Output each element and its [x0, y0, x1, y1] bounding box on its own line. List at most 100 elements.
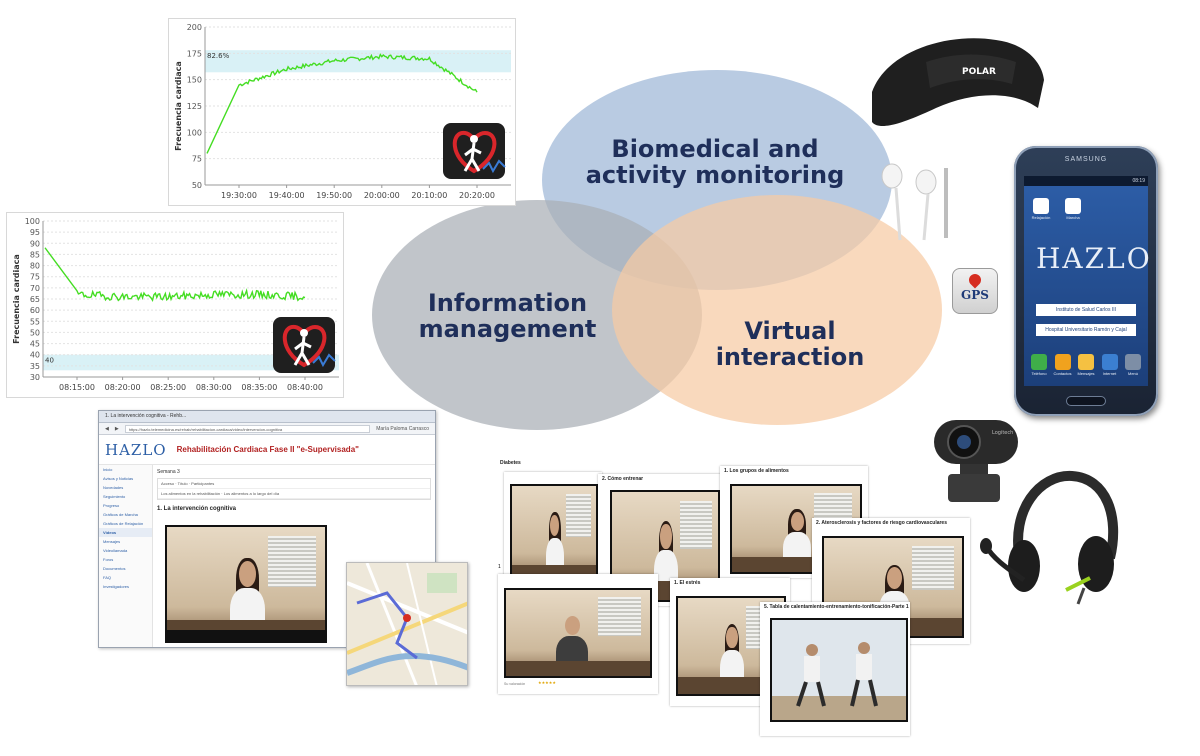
smartphone: SAMSUNG 08:19 Relajación Marcha HAZLO In… — [1014, 146, 1158, 416]
y-tick-label: 60 — [30, 306, 40, 315]
earphones — [881, 163, 948, 241]
x-tick-label: 08:20:00 — [105, 383, 141, 392]
video-title: 1. La intervención cognitiva — [157, 506, 237, 512]
svg-text:Logitech: Logitech — [992, 430, 1013, 436]
gps-icon: GPS — [952, 268, 998, 314]
hazlo-logo: HAZLO — [105, 440, 167, 459]
rating-stars[interactable]: ★★★★★ — [538, 680, 556, 685]
headset — [980, 470, 1119, 605]
badge-hospital: Hospital Universitario Ramón y Cajal — [1036, 324, 1136, 336]
sidebar-item[interactable]: Videollamada — [103, 548, 128, 553]
y-axis-label: Frecuencia cardiaca — [12, 254, 21, 344]
phone-status-bar: 08:19 — [1024, 176, 1148, 186]
app-marcha[interactable]: Marcha — [1062, 198, 1084, 220]
forward-icon[interactable]: ▶ — [114, 425, 119, 432]
sidebar-item[interactable]: Novedades — [103, 485, 124, 490]
sidebar-item[interactable]: Gráficos de Relajación — [103, 521, 144, 526]
sidebar-item[interactable]: Investigadores — [103, 584, 130, 589]
week-label: Semana 3 — [157, 469, 180, 475]
user-name: María Paloma Carrasco — [376, 425, 429, 432]
phone-hazlo-logo: HAZLO — [1036, 242, 1152, 275]
y-tick-label: 175 — [187, 49, 202, 58]
card-title: 2. Cómo entrenar — [602, 476, 644, 482]
table-row[interactable]: Acceso · Título · Participantes — [158, 479, 430, 489]
url-bar[interactable]: https://hazlo.telemedicina.es/rehab/reha… — [124, 424, 371, 433]
sidebar-item[interactable]: Foros — [103, 557, 114, 562]
sidebar-item[interactable]: Inicio — [103, 467, 113, 472]
y-tick-label: 40 — [30, 351, 40, 360]
x-tick-label: 08:35:00 — [241, 383, 277, 392]
browser-window: 1. La intervención cognitiva - Rehb... ◀… — [98, 410, 436, 648]
sidebar-item[interactable]: Gráficos de Marcha — [103, 512, 138, 517]
y-tick-label: 70 — [30, 284, 40, 293]
app-mensajes[interactable]: Mensajes — [1075, 354, 1097, 376]
y-tick-label: 55 — [30, 317, 40, 326]
home-button[interactable] — [1066, 396, 1106, 406]
browser-tab[interactable]: 1. La intervención cognitiva - Rehb... — [99, 411, 435, 423]
app-menu[interactable]: Menú — [1122, 354, 1144, 376]
threshold-label: 40 — [45, 357, 54, 365]
sidebar-item[interactable]: Progreso — [103, 503, 120, 508]
page-number: 1 — [498, 564, 501, 570]
sidebar-item[interactable]: Vídeos — [99, 528, 152, 537]
back-icon[interactable]: ◀ — [105, 425, 109, 432]
video-thumbnail[interactable] — [510, 484, 598, 584]
rating-label: Su valoración — [504, 682, 526, 686]
threshold-label: 82.6% — [207, 52, 230, 60]
course-title: Rehabilitación Cardiaca Fase II "e-Super… — [176, 445, 359, 454]
x-tick-label: 08:40:00 — [287, 383, 323, 392]
y-tick-label: 85 — [30, 250, 40, 259]
card-title: 5. Tabla de calentamiento-entrenamiento-… — [764, 604, 909, 610]
x-tick-label: 08:15:00 — [59, 383, 95, 392]
y-tick-label: 125 — [187, 102, 202, 111]
sidebar-item[interactable]: FAQ — [103, 575, 112, 580]
y-tick-label: 50 — [30, 328, 40, 337]
app-relajacion[interactable]: Relajación — [1030, 198, 1052, 220]
y-tick-label: 100 — [25, 217, 40, 226]
y-tick-label: 45 — [30, 340, 40, 349]
sidebar-item[interactable]: Seguimiento — [103, 494, 126, 499]
x-tick-label: 20:10:00 — [411, 191, 447, 200]
heart-rate-strap: POLAR — [872, 38, 1044, 127]
card-title: 1. Los grupos de alimentos — [724, 468, 789, 474]
y-tick-label: 95 — [30, 228, 40, 237]
threshold-band — [43, 354, 339, 371]
y-tick-label: 50 — [192, 181, 202, 190]
venn-label-virtual: Virtual interaction — [715, 317, 865, 372]
y-tick-label: 30 — [30, 373, 40, 382]
map-pin-icon[interactable] — [403, 614, 411, 622]
video-thumbnail[interactable] — [770, 618, 908, 722]
venn-circle-virtual — [612, 195, 942, 425]
y-tick-label: 90 — [30, 239, 40, 248]
phone-screen: 08:19 Relajación Marcha HAZLO Instituto … — [1024, 176, 1150, 386]
x-tick-label: 19:40:00 — [269, 191, 305, 200]
x-tick-label: 08:30:00 — [196, 383, 232, 392]
app-telefono[interactable]: Teléfono — [1028, 354, 1050, 376]
video-player[interactable] — [165, 525, 327, 643]
phone-dock: Teléfono Contactos Mensajes Internet Men… — [1028, 354, 1144, 376]
venn-label-biomedical: Biomedical and activity monitoring — [585, 135, 845, 190]
sidebar-item[interactable]: Mensajes — [103, 539, 121, 544]
y-tick-label: 75 — [30, 273, 40, 282]
venn-diagram — [372, 70, 942, 430]
x-tick-label: 08:25:00 — [150, 383, 186, 392]
heart-rate-line — [44, 247, 306, 302]
sidebar-item[interactable]: Documentos — [103, 566, 126, 571]
video-pages-collage: Diabetes 1 2. Cómo entrenar 1. Los grupo… — [498, 460, 978, 740]
sidebar-item[interactable]: Avisos y Noticias — [103, 476, 134, 481]
y-tick-label: 200 — [187, 23, 202, 32]
y-axis-label: Frecuencia cardiaca — [174, 61, 183, 151]
route-map[interactable] — [346, 562, 468, 686]
video-thumbnail[interactable] — [504, 588, 652, 678]
app-internet[interactable]: Internet — [1099, 354, 1121, 376]
badge-isciii: Instituto de Salud Carlos III — [1036, 304, 1136, 316]
webcam: Logitech — [934, 420, 1018, 502]
threshold-band — [205, 50, 511, 73]
y-tick-label: 75 — [192, 155, 202, 164]
table-row[interactable]: Los alimentos en la rehabilitación · Los… — [158, 489, 430, 499]
y-tick-label: 35 — [30, 362, 40, 371]
x-tick-label: 19:50:00 — [316, 191, 352, 200]
app-contactos[interactable]: Contactos — [1052, 354, 1074, 376]
heart-rate-line — [206, 53, 478, 154]
